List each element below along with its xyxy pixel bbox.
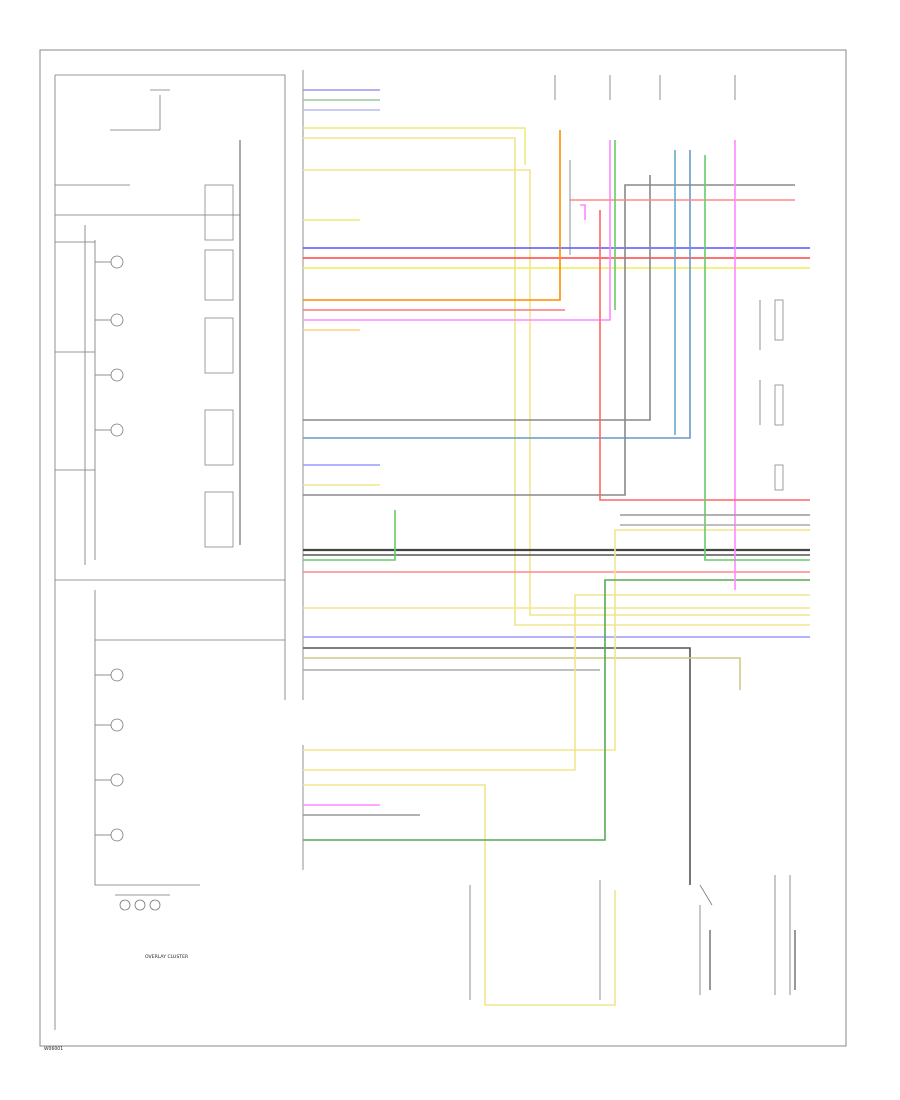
lamp-upper-3 [95,368,124,382]
instrument-cluster: OVERLAY CLUSTER [54,74,286,1030]
lamp-lower-3 [95,773,124,787]
lamp-upper-4 [95,423,124,437]
lamp-lower-2 [95,718,124,732]
cluster-module-5 [204,491,234,548]
cluster-module-3 [204,317,234,374]
cluster-module-4 [204,409,234,466]
top-components [554,75,736,100]
cluster-module-1 [204,184,234,241]
right-sensors [569,160,784,491]
lamp-row-bottom [115,894,170,911]
bottom-switches [469,875,796,1000]
legend-label: OVERLAY CLUSTER [145,954,189,960]
lamp-lower-4 [95,828,124,842]
cluster-module-2 [204,249,234,301]
lamp-upper-2 [95,313,124,327]
footer-code: W06001 [44,1046,63,1052]
lamp-lower-1 [95,668,124,682]
lamp-upper-1 [95,255,124,269]
wire-harness [303,89,810,1006]
diagram-frame [39,49,847,1047]
